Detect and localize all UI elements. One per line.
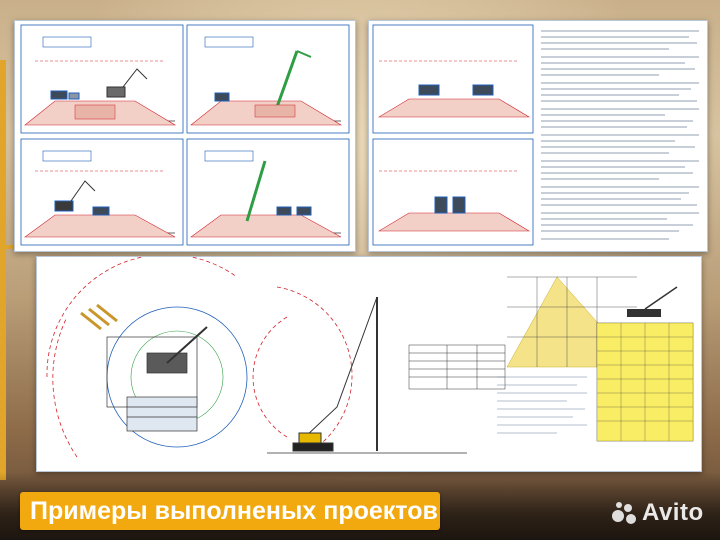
legend-table (408, 344, 506, 390)
crane-sketch-right (627, 286, 678, 317)
crane-layout-drawing (37, 257, 701, 471)
stage-panel-2 (186, 24, 350, 134)
avito-logo-text: Avito (642, 499, 704, 526)
truck-icon (50, 90, 80, 100)
crane-icon (275, 50, 312, 108)
elevation-view (267, 296, 467, 454)
stage-panel-3 (20, 138, 184, 246)
drawing-sheet-road-crossing (368, 20, 708, 252)
plan-view (80, 303, 208, 432)
spec-text-block (541, 30, 699, 240)
notes-block (497, 376, 587, 434)
road-crossing-drawing (369, 21, 707, 251)
background-crane-left (0, 60, 6, 480)
avito-logo-icon (612, 500, 638, 526)
excavator-icon-2 (54, 180, 96, 212)
capacity-table (596, 322, 694, 442)
drawing-sheet-crane-layout (36, 256, 702, 472)
stage-panel-4 (186, 138, 350, 246)
caption-banner: Примеры выполненых проектов (20, 492, 440, 530)
excavator-icon (106, 68, 148, 98)
drawing-sheet-stages (14, 20, 356, 252)
road-panel-1 (372, 24, 534, 134)
road-panel-2 (372, 138, 534, 246)
avito-logo: Avito (612, 498, 708, 528)
crawler-crane-icon (292, 432, 334, 452)
stage-panel-1 (20, 24, 184, 134)
stages-drawing (15, 21, 355, 251)
